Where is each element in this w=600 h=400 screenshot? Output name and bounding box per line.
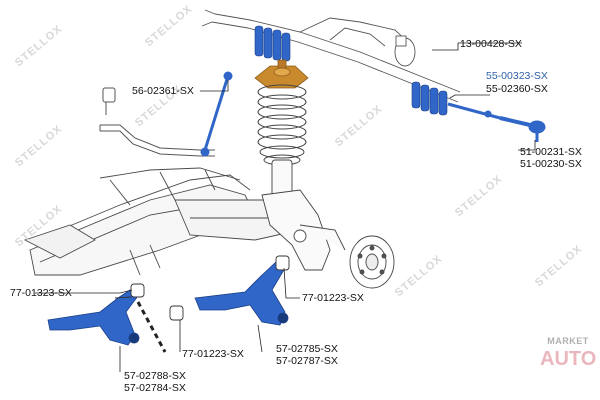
coil-spring <box>257 84 307 166</box>
right-arm-bushing <box>169 255 290 321</box>
strut-mount <box>254 59 309 89</box>
badge-line-1: MARKET <box>547 336 589 346</box>
stabilizer-link <box>200 71 233 157</box>
label-57-02785: 57-02785-SX <box>276 343 338 355</box>
label-55-00323: 55-00323-SX <box>486 70 548 82</box>
label-77-01323: 77-01323-SX <box>10 287 72 299</box>
right-control-arm <box>194 261 289 326</box>
label-57-02788: 57-02788-SX <box>124 370 186 382</box>
label-57-02784: 57-02784-SX <box>124 382 186 394</box>
rack-boot-left <box>254 25 291 62</box>
tie-rod-end <box>499 116 546 142</box>
label-13-00428: 13-00428-SX <box>460 38 522 50</box>
callout-lines <box>35 42 536 372</box>
subframe <box>23 167 301 276</box>
badge-line-2: AUTO <box>540 348 597 370</box>
label-51-00230: 51-00230-SX <box>520 158 582 170</box>
label-51-00231: 51-00231-SX <box>520 146 582 158</box>
label-56-02361: 56-02361-SX <box>132 85 194 97</box>
market-auto-badge: MARKET AUTO <box>540 332 596 384</box>
label-77-01223-left: 77-01223-SX <box>182 348 244 360</box>
label-77-01223-right: 77-01223-SX <box>302 292 364 304</box>
strut-and-knuckle <box>261 159 346 271</box>
inner-tie-rod <box>447 102 501 120</box>
label-55-02360: 55-02360-SX <box>486 83 548 95</box>
wheel-hub <box>349 235 395 289</box>
rack-boot-right <box>411 81 448 116</box>
dashed-guide <box>136 301 167 353</box>
label-57-02787: 57-02787-SX <box>276 355 338 367</box>
